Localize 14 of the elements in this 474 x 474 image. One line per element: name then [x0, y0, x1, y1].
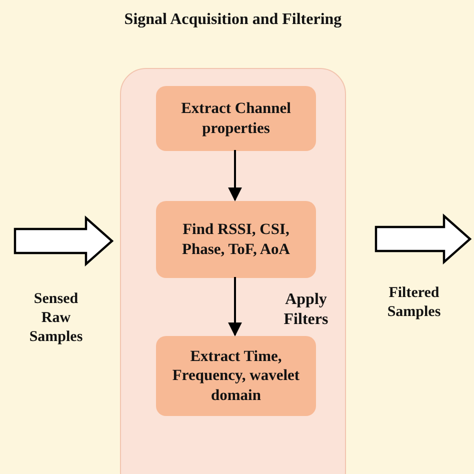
process-box — [156, 86, 316, 151]
arrow — [228, 150, 242, 202]
box-text: Extract Channel properties — [180, 99, 292, 138]
group-panel — [120, 68, 346, 474]
arrow — [228, 277, 242, 336]
caption-text: Filtered Samples — [386, 284, 442, 322]
box-text: Find RSSI, CSI, Phase, ToF, AoA — [181, 220, 291, 259]
block-arrow — [374, 214, 472, 264]
group-title: Signal Acquisition and Filtering — [123, 10, 343, 30]
box-text: Extract Time, Frequency, wavelet domain — [171, 346, 301, 406]
block-arrow — [14, 216, 114, 266]
process-box — [156, 201, 316, 278]
process-box — [156, 336, 316, 416]
caption-text: Sensed Raw Samples — [28, 290, 84, 346]
